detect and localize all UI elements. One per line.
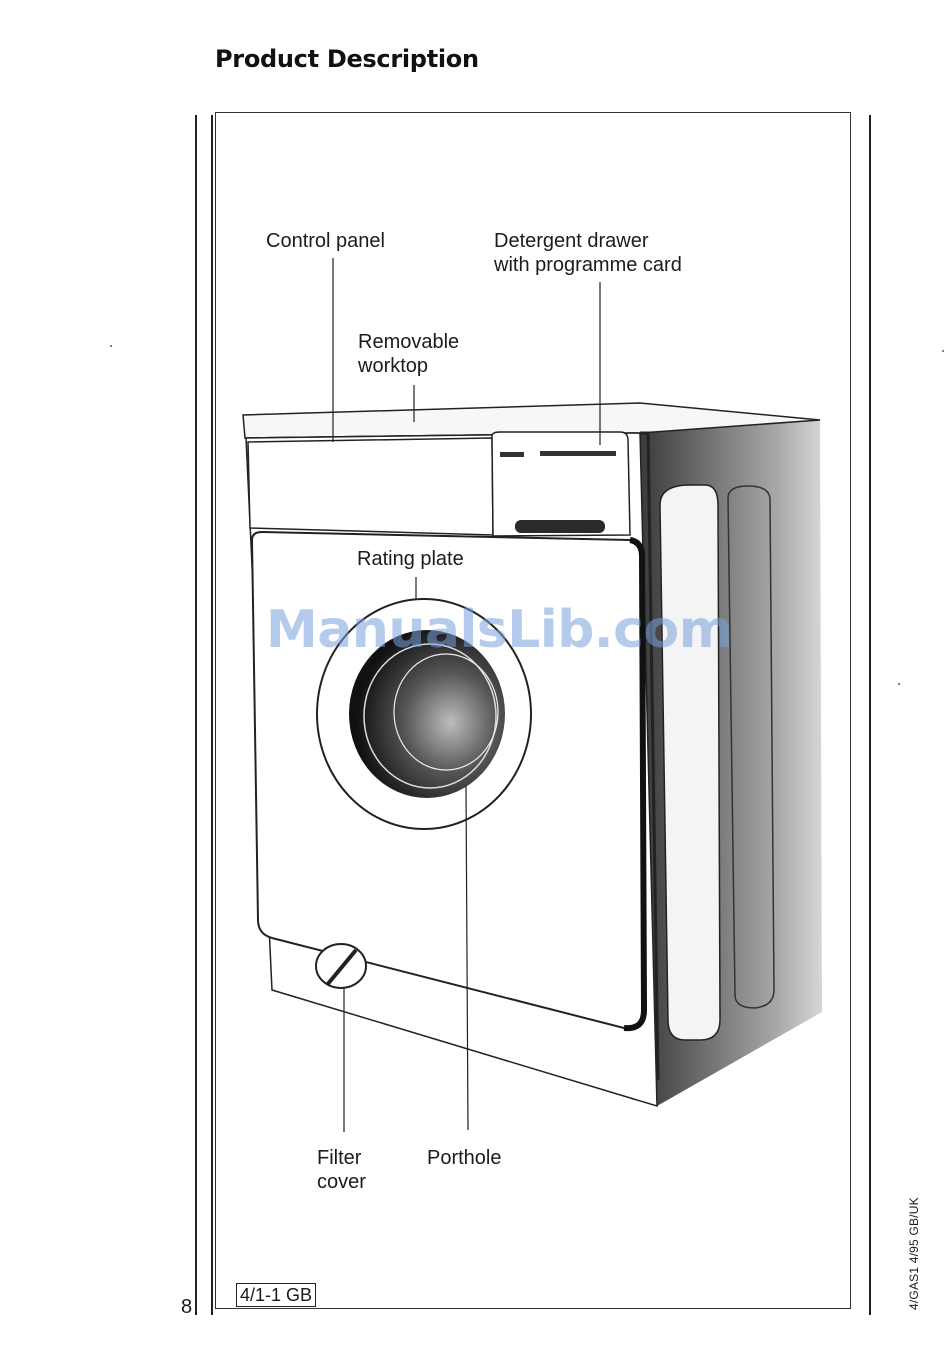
porthole-label: Porthole bbox=[427, 1146, 502, 1170]
control-panel-strip bbox=[248, 438, 493, 535]
page-number: 8 bbox=[181, 1296, 192, 1319]
scan-speck bbox=[942, 350, 944, 352]
control-panel-label: Control panel bbox=[266, 229, 385, 253]
side-recess-front bbox=[660, 485, 720, 1040]
side-document-code: 4/GAS1 4/95 GB/UK bbox=[907, 1197, 921, 1310]
document-code: 4/1-1 GB bbox=[236, 1283, 316, 1307]
removable-worktop-label: Removable worktop bbox=[358, 330, 459, 378]
scan-speck bbox=[110, 345, 112, 347]
drawer-text-right bbox=[540, 451, 616, 456]
drawer-handle bbox=[515, 520, 605, 533]
filter-cover-label: Filter cover bbox=[317, 1146, 366, 1194]
rating-plate-label: Rating plate bbox=[357, 547, 464, 571]
drawer-text-left bbox=[500, 452, 524, 457]
watermark: ManualsLib.com bbox=[266, 600, 732, 660]
scan-speck bbox=[898, 683, 900, 685]
detergent-drawer-label: Detergent drawer with programme card bbox=[494, 229, 682, 277]
